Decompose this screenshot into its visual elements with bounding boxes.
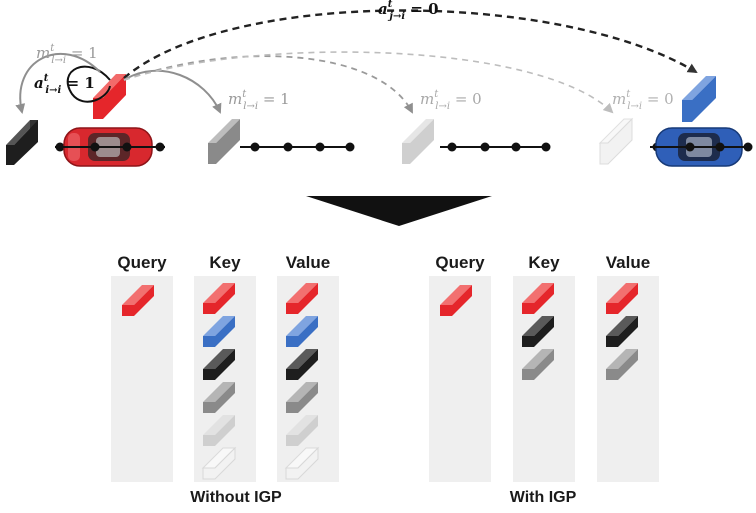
arrow-to-mid1 [123, 69, 222, 114]
token-darkgray [606, 349, 638, 380]
token-black [203, 349, 235, 380]
panel-query-left [111, 276, 173, 482]
caption-without-igp: Without IGP [190, 489, 282, 506]
scene-top: mtl→i = 1 ati→i = 1 mtl→i = 1 mtl→i = 0 … [6, 0, 753, 167]
header-value-left: Value [286, 253, 330, 272]
blue-car [650, 127, 752, 167]
token-darkgray [522, 349, 554, 380]
table-with-igp: Query Key Value With IGP [429, 253, 659, 506]
header-value-right: Value [606, 253, 650, 272]
token-black [286, 349, 318, 380]
trajectory-mid2 [440, 142, 551, 152]
token-red [440, 285, 472, 316]
down-arrow [306, 196, 492, 226]
header-key-right: Key [528, 253, 560, 272]
bar-blue-top [682, 76, 716, 122]
header-query-left: Query [117, 253, 167, 272]
arrow-to-mid2 [123, 55, 413, 114]
bar-black-left [6, 120, 38, 165]
trajectory-mid1 [240, 142, 355, 152]
arrow-self-loop [66, 65, 111, 103]
token-lightgray [203, 415, 235, 446]
header-query-right: Query [435, 253, 485, 272]
token-red [122, 285, 154, 316]
bar-red-top [93, 74, 126, 119]
token-darkgray [286, 382, 318, 413]
token-red [203, 283, 235, 314]
key-tokens-right [522, 283, 554, 380]
token-red [286, 283, 318, 314]
arrow-top-dashed [123, 9, 698, 79]
panel-query-right [429, 276, 491, 482]
red-car [60, 127, 160, 167]
value-tokens-right [606, 283, 638, 380]
caption-with-igp: With IGP [510, 489, 577, 506]
key-tokens-left [201, 283, 237, 480]
bar-white-far [598, 117, 634, 165]
token-black [606, 316, 638, 347]
token-red [522, 283, 554, 314]
token-blue [203, 316, 235, 347]
token-black [522, 316, 554, 347]
token-lightgray [286, 415, 318, 446]
value-tokens-left [284, 283, 320, 480]
table-without-igp: Query Key Value Without IGP [111, 253, 339, 506]
bar-gray-mid1 [208, 119, 240, 164]
token-white [284, 446, 320, 480]
token-blue [286, 316, 318, 347]
arrow-left-gray [15, 52, 101, 114]
header-key-left: Key [209, 253, 241, 272]
bar-lightgray-mid2 [402, 119, 434, 164]
token-white [201, 446, 237, 480]
token-darkgray [203, 382, 235, 413]
token-red [606, 283, 638, 314]
arrow-to-far [123, 51, 614, 114]
